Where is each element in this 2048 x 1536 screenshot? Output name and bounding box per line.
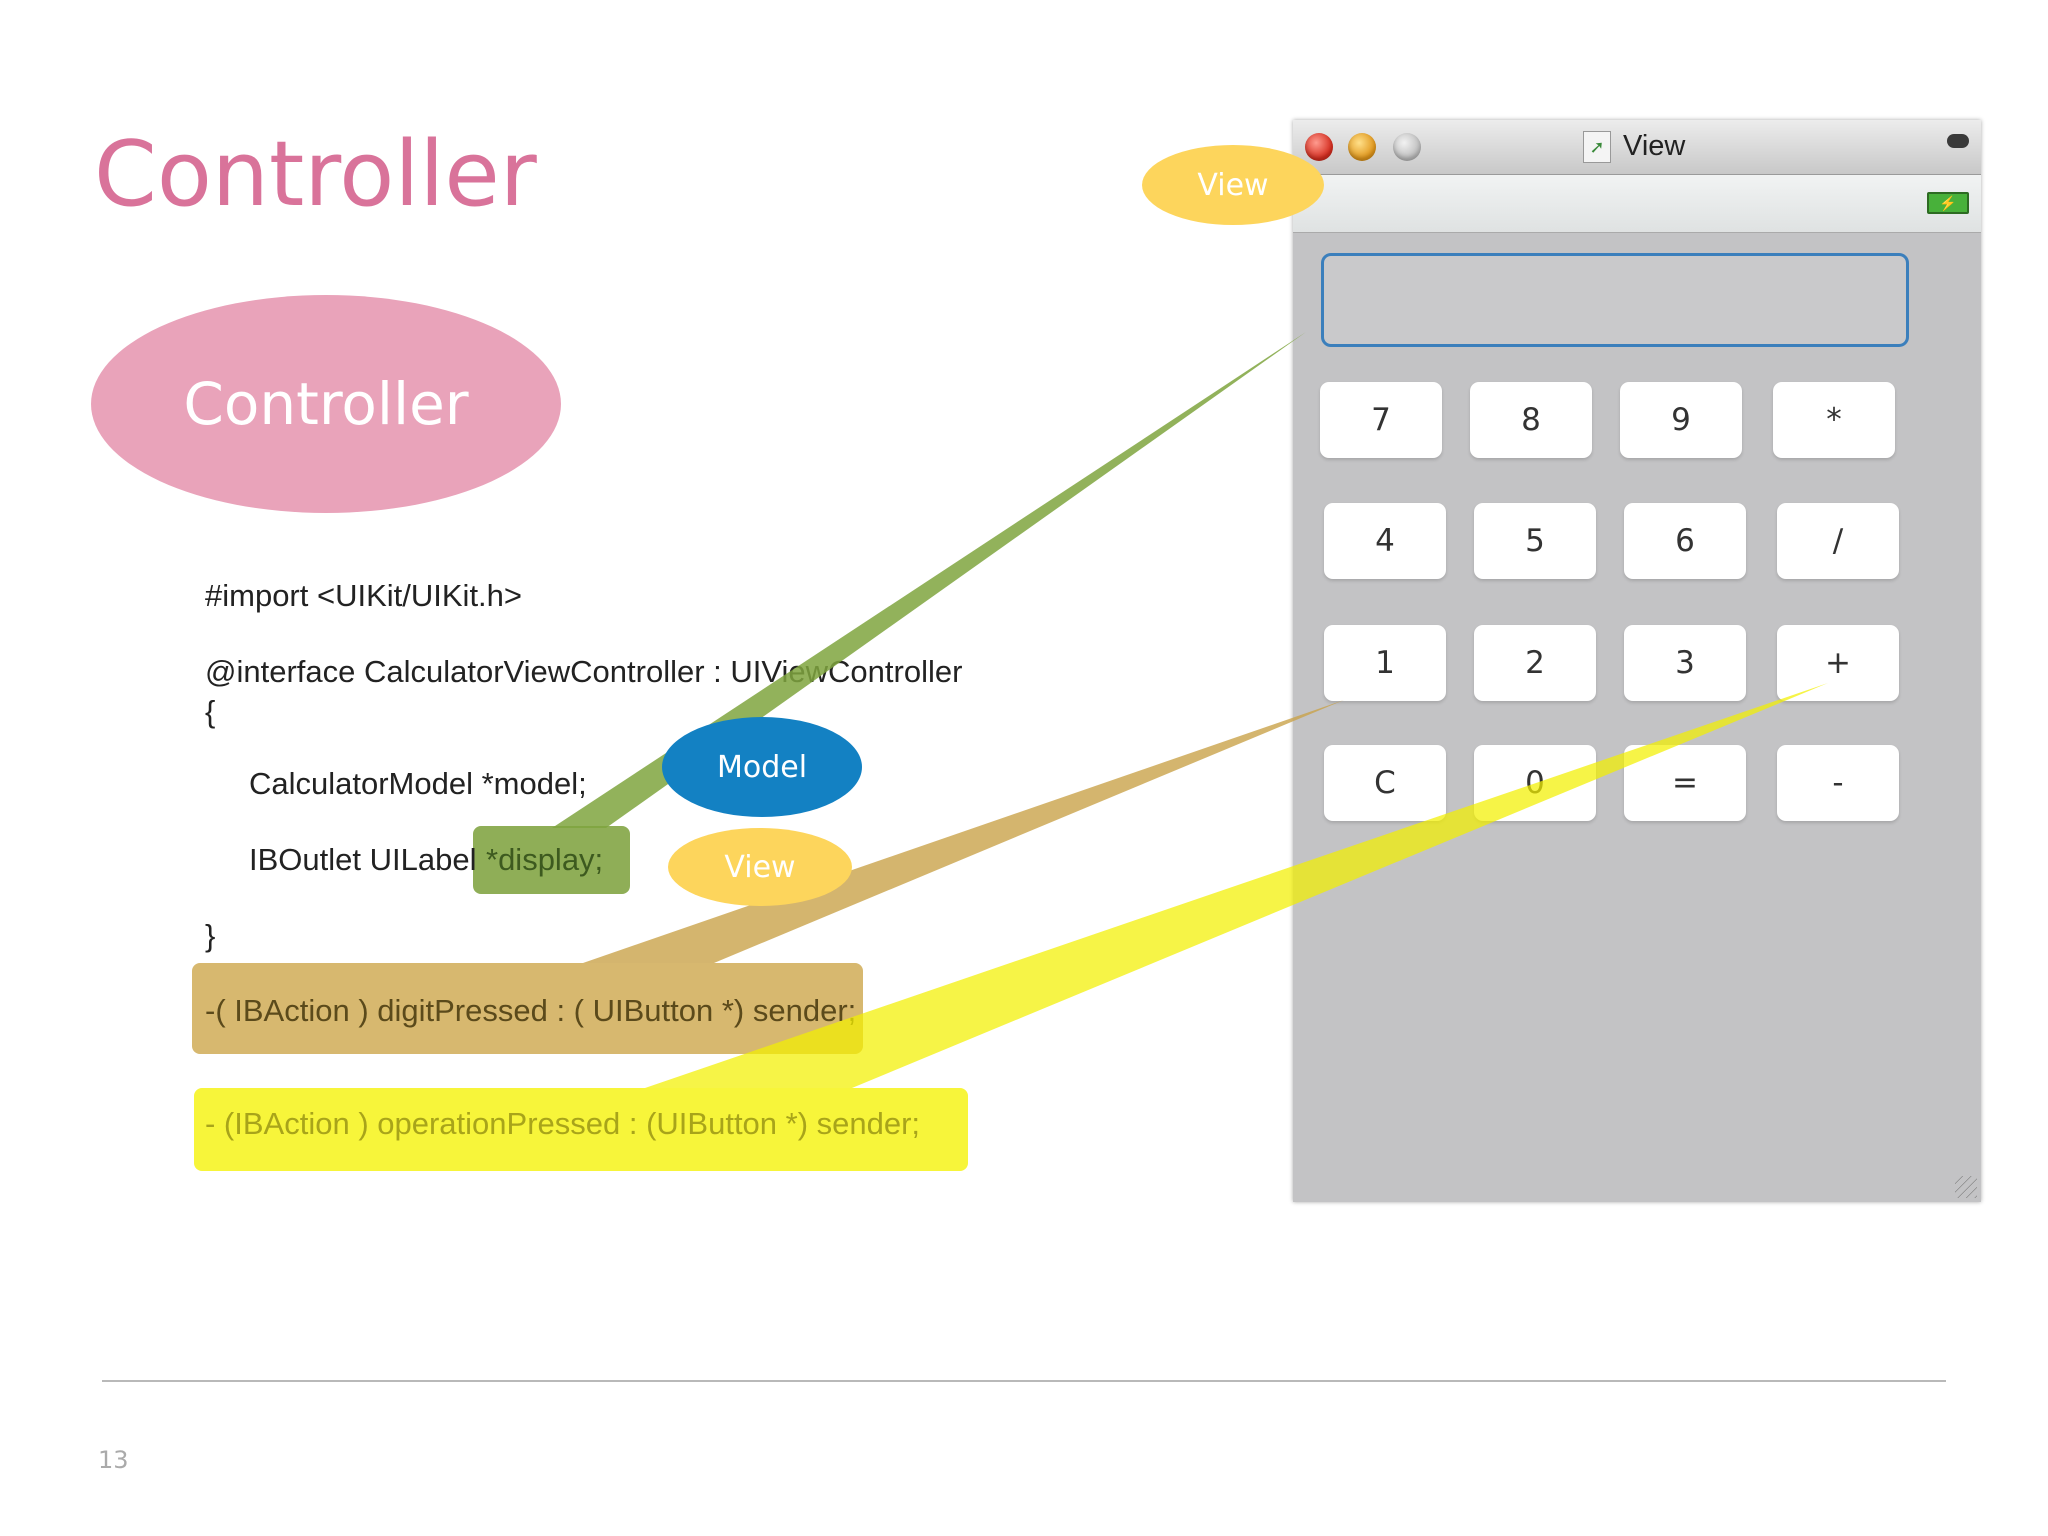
model-bubble-label: Model	[716, 749, 808, 785]
controller-bubble-label: Controller	[183, 370, 469, 438]
code-interface-line: @interface CalculatorViewController : UI…	[205, 654, 963, 689]
zoom-window-button[interactable]	[1393, 133, 1421, 161]
footer-divider	[102, 1380, 1946, 1382]
key-5-button[interactable]: 5	[1474, 503, 1596, 579]
code-digit-action: -( IBAction ) digitPressed : ( UIButton …	[205, 993, 857, 1028]
code-outlet-prefix: IBOutlet UILabel	[249, 842, 477, 877]
view-bubble-top-label: View	[1197, 167, 1269, 203]
code-import-line: #import <UIKit/UIKit.h>	[205, 578, 523, 613]
code-operation-action: - (IBAction ) operationPressed : (UIButt…	[205, 1106, 921, 1141]
key-1-button[interactable]: 1	[1324, 625, 1446, 701]
window-title: View	[1623, 130, 1686, 162]
slide-title: Controller	[94, 122, 537, 227]
code-close-brace: }	[205, 918, 216, 953]
window-titlebar[interactable]: ➚ View	[1293, 120, 1981, 175]
view-bubble-top: View	[1142, 145, 1324, 225]
key-8-button[interactable]: 8	[1470, 382, 1592, 458]
key-2-button[interactable]: 2	[1474, 625, 1596, 701]
key-9-button[interactable]: 9	[1620, 382, 1742, 458]
key-plus-button[interactable]: +	[1777, 625, 1899, 701]
status-bar: ⚡	[1293, 175, 1981, 233]
controller-bubble: Controller	[91, 295, 561, 513]
model-bubble: Model	[662, 717, 862, 817]
key-divide-button[interactable]: /	[1777, 503, 1899, 579]
view-bubble-code-label: View	[724, 849, 796, 885]
operation-action-highlight	[194, 1088, 968, 1171]
resize-grip-icon[interactable]	[1955, 1176, 1977, 1198]
key-4-button[interactable]: 4	[1324, 503, 1446, 579]
battery-icon: ⚡	[1927, 192, 1969, 214]
calculator-display-label	[1321, 253, 1909, 347]
key-0-button[interactable]: 0	[1474, 745, 1596, 821]
key-clear-button[interactable]: C	[1324, 745, 1446, 821]
close-window-button[interactable]	[1305, 133, 1333, 161]
calculator-window: ➚ View ⚡ 7 8 9 * 4 5 6 / 1 2 3 + C 0 = -	[1293, 120, 1981, 1202]
key-6-button[interactable]: 6	[1624, 503, 1746, 579]
key-multiply-button[interactable]: *	[1773, 382, 1895, 458]
key-7-button[interactable]: 7	[1320, 382, 1442, 458]
code-open-brace: {	[205, 694, 216, 729]
key-3-button[interactable]: 3	[1624, 625, 1746, 701]
key-minus-button[interactable]: -	[1777, 745, 1899, 821]
code-model-line: CalculatorModel *model;	[249, 766, 587, 801]
document-icon: ➚	[1583, 131, 1611, 163]
view-bubble-code: View	[668, 828, 852, 906]
code-outlet-var: *display;	[486, 842, 604, 877]
key-equals-button[interactable]: =	[1624, 745, 1746, 821]
minimize-window-button[interactable]	[1348, 133, 1376, 161]
page-number: 13	[98, 1446, 129, 1474]
toolbar-toggle-button[interactable]	[1947, 134, 1969, 148]
